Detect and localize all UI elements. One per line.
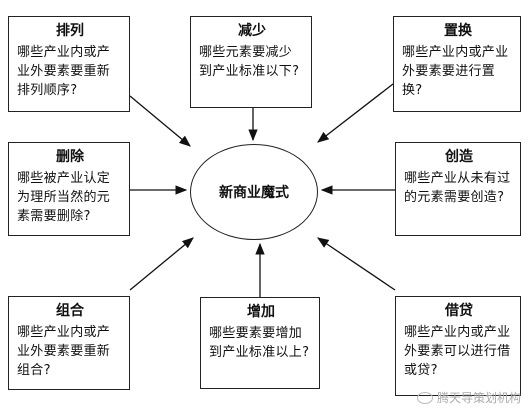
box-jiedai: 借贷 哪些产业内或产业外要素可以进行借或贷? [395,296,521,396]
arrow-zhihuan [317,83,394,143]
arrow-paili [129,95,191,147]
box-question: 哪些产业内或产业外要素要进行置换? [402,45,509,98]
box-question: 哪些产业内或产业外要素要重新组合? [17,325,111,378]
box-question: 哪些元素要减少到产业标准以下? [199,45,300,79]
box-zhihuan: 置换 哪些产业内或产业外要素要进行置换? [393,16,521,112]
box-chuangzao: 创造 哪些产业从未有过的元素需要创造? [395,142,521,236]
box-shanchu: 删除 哪些被产业认定为理所当然的元素需要删除? [8,142,130,236]
box-zuhe: 组合 哪些产业内或产业外要素要重新组合? [8,296,130,390]
arrow-zuhe [129,237,194,291]
box-title: 置换 [444,23,472,39]
box-title: 借贷 [445,303,473,319]
box-title: 增加 [247,304,275,320]
watermark: 腾天导策划机构 [416,389,521,406]
wechat-icon [416,391,433,404]
watermark-text: 腾天导策划机构 [436,391,521,405]
box-jianshao: 减少 哪些元素要减少到产业标准以下? [190,16,312,108]
box-title: 创造 [445,149,473,165]
box-title: 组合 [56,303,84,319]
box-question: 哪些被产业认定为理所当然的元素需要删除? [17,171,111,224]
box-title: 排列 [56,23,84,39]
center-ellipse: 新商业魔式 [190,144,318,240]
center-label: 新商业魔式 [219,185,289,201]
box-question: 哪些产业内或产业外要素要重新排列顺序? [17,45,111,98]
box-question: 哪些产业从未有过的元素需要创造? [404,171,511,205]
box-title: 减少 [238,23,266,39]
arrow-jiedai [317,237,396,291]
box-question: 哪些产业内或产业外要素可以进行借或贷? [404,325,511,378]
box-zengjia: 增加 哪些要素要增加到产业标准以上? [200,297,320,389]
box-title: 删除 [56,149,84,165]
box-paili: 排列 哪些产业内或产业外要素要重新排列顺序? [8,16,130,112]
box-question: 哪些要素要增加到产业标准以上? [209,326,310,360]
